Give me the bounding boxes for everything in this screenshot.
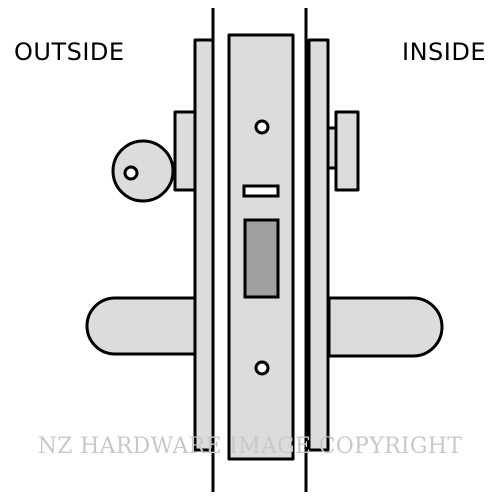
inside-lever-handle bbox=[327, 296, 444, 358]
faceplate-screw-bottom bbox=[254, 360, 270, 376]
key-cylinder bbox=[111, 139, 175, 203]
thumbturn-knob bbox=[334, 110, 360, 192]
latch-slot bbox=[242, 184, 280, 198]
outside-escutcheon-plate bbox=[193, 38, 215, 452]
keyhole bbox=[123, 165, 139, 181]
faceplate-screw-top bbox=[254, 119, 270, 135]
deadbolt-slot bbox=[243, 218, 280, 299]
cylinder-collar bbox=[173, 110, 197, 192]
copyright-watermark: NZ HARDWARE IMAGE COPYRIGHT bbox=[37, 434, 463, 459]
inside-label: INSIDE bbox=[402, 38, 486, 66]
outside-lever-handle bbox=[85, 296, 197, 356]
inside-escutcheon-plate bbox=[307, 38, 330, 452]
outside-label: OUTSIDE bbox=[14, 38, 125, 66]
